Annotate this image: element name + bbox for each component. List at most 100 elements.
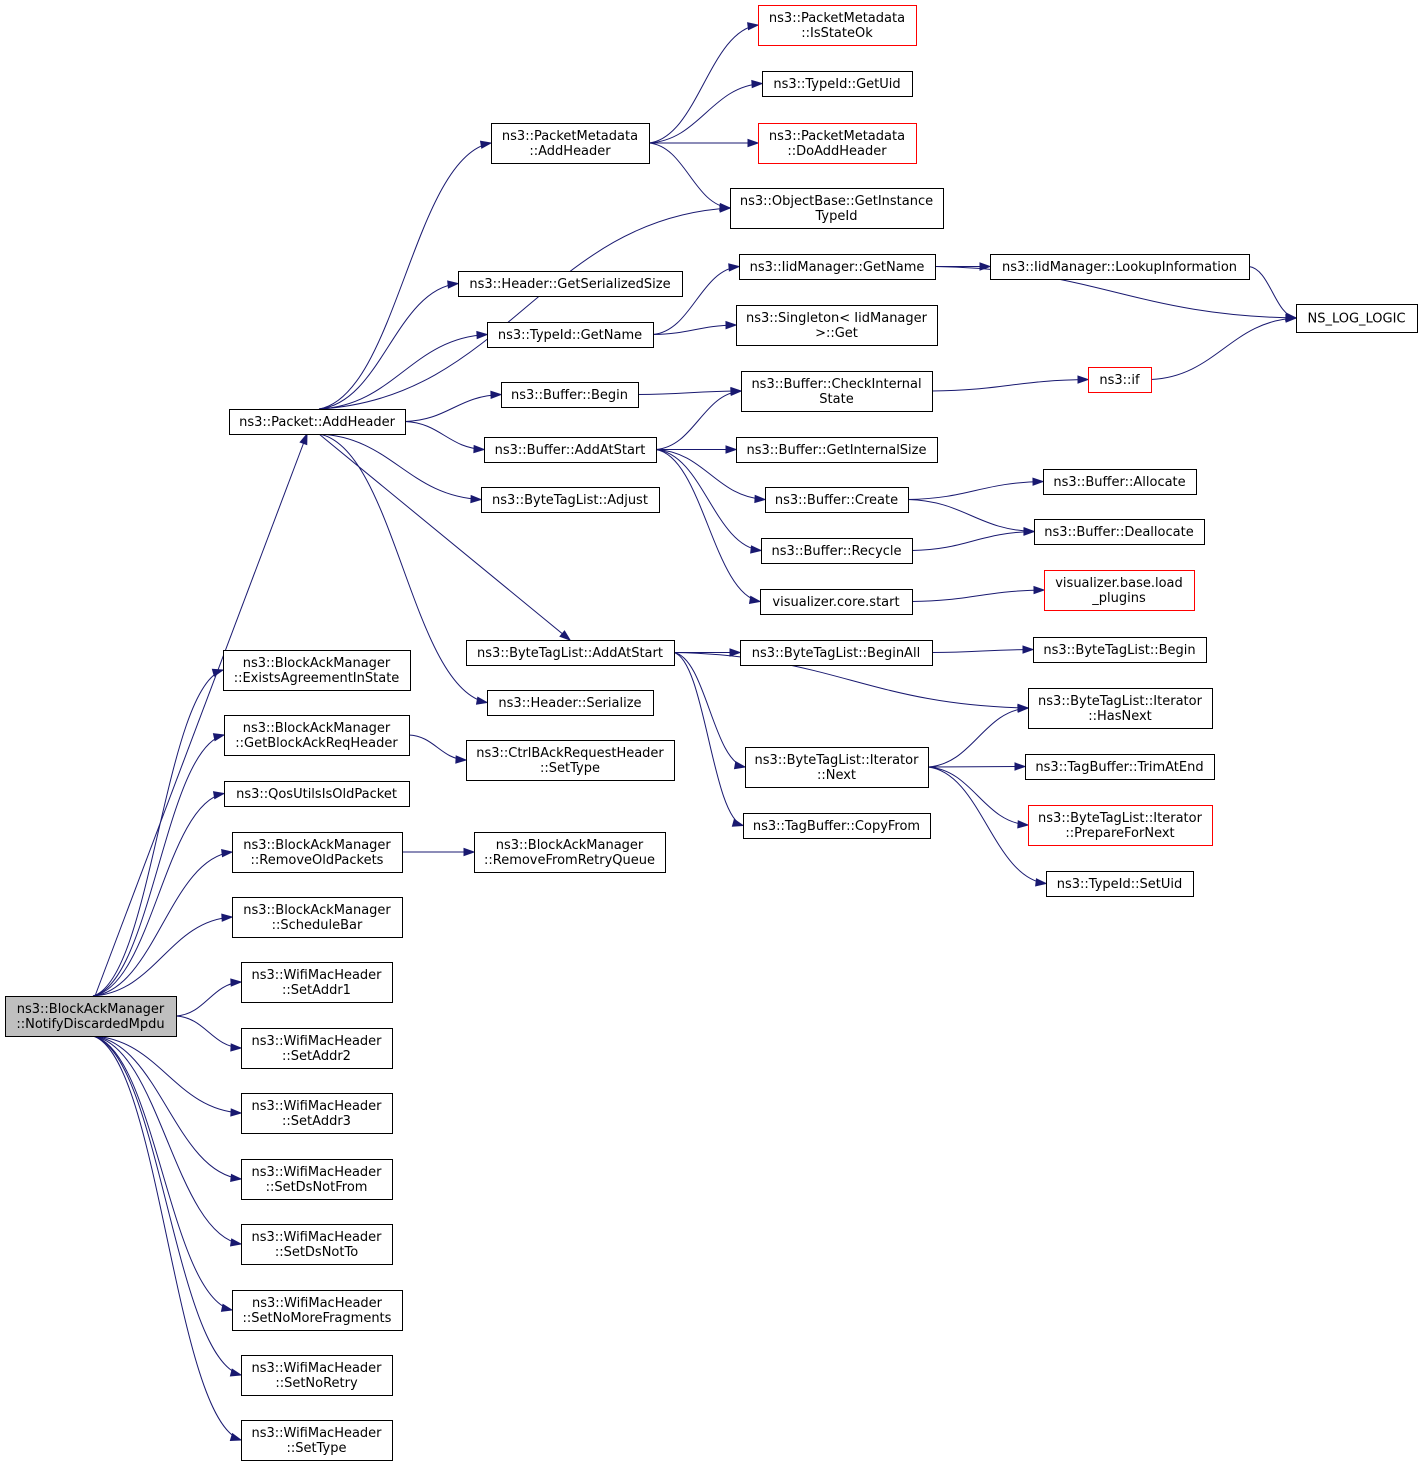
- node-label: ns3::PacketMetadata: [769, 11, 905, 26]
- node-buf-get-internal-size[interactable]: ns3::Buffer::GetInternalSize: [736, 437, 938, 463]
- edge-btl-iter-next-to-tid-set-uid: [927, 766, 1048, 887]
- node-hdr-serialize[interactable]: ns3::Header::Serialize: [487, 690, 654, 716]
- node-set-addr1[interactable]: ns3::WifiMacHeader::SetAddr1: [241, 962, 393, 1003]
- node-iid-get-name[interactable]: ns3::IidManager::GetName: [739, 254, 936, 280]
- edge-notify-to-get-bar-header: [92, 733, 226, 997]
- edge-line: [652, 266, 740, 335]
- node-box: [1028, 688, 1213, 729]
- node-qos-old[interactable]: ns3::QosUtilsIsOldPacket: [224, 781, 410, 807]
- node-pm-add-header[interactable]: ns3::PacketMetadata::AddHeader: [491, 123, 650, 164]
- edge-arrowhead: [747, 138, 760, 148]
- node-buf-create[interactable]: ns3::Buffer::Create: [765, 487, 909, 513]
- node-exists-agreement[interactable]: ns3::BlockAckManager::ExistsAgreementInS…: [223, 650, 411, 691]
- edge-arrowhead: [728, 263, 741, 272]
- node-get-bar-header[interactable]: ns3::BlockAckManager::GetBlockAckReqHead…: [224, 715, 410, 756]
- edge-line: [92, 1035, 242, 1376]
- node-pm-do-add-header[interactable]: ns3::PacketMetadata::DoAddHeader: [758, 123, 917, 164]
- node-pm-is-state-ok[interactable]: ns3::PacketMetadata::IsStateOk: [758, 5, 917, 46]
- node-viz-core-start[interactable]: visualizer.core.start: [760, 589, 913, 615]
- node-btl-iter-has-next[interactable]: ns3::ByteTagList::Iterator::HasNext: [1028, 688, 1213, 729]
- node-tag-buf-copy-from[interactable]: ns3::TagBuffer::CopyFrom: [743, 813, 931, 839]
- node-label: ns3::PacketMetadata: [502, 129, 638, 144]
- edge-line: [92, 851, 233, 997]
- edge-arrowhead: [463, 847, 476, 857]
- edge-line: [652, 324, 737, 335]
- node-tid-get-uid[interactable]: ns3::TypeId::GetUid: [762, 71, 913, 97]
- edge-pm-add-header-to-tid-get-uid: [648, 79, 764, 144]
- node-set-ds-not-from[interactable]: ns3::WifiMacHeader::SetDsNotFrom: [241, 1159, 393, 1200]
- edge-line: [655, 449, 761, 602]
- edge-notify-to-remove-old: [92, 849, 234, 997]
- node-buf-deallocate[interactable]: ns3::Buffer::Deallocate: [1034, 519, 1205, 545]
- node-box: [484, 437, 657, 463]
- node-pkt-add-header[interactable]: ns3::Packet::AddHeader: [229, 409, 406, 435]
- edge-arrowhead: [1022, 645, 1035, 654]
- node-label: ns3::BlockAckManager: [243, 903, 391, 918]
- node-btl-iter-prepare[interactable]: ns3::ByteTagList::Iterator::PrepareForNe…: [1028, 805, 1213, 846]
- edge-pkt-add-header-to-obj-get-inst-tid: [318, 204, 732, 410]
- node-label: visualizer.base.load: [1055, 576, 1183, 591]
- node-label: ns3::WifiMacHeader: [251, 968, 382, 983]
- edge-line: [931, 649, 1034, 653]
- edge-notify-to-set-no-retry: [92, 1035, 243, 1377]
- node-notify[interactable]: ns3::BlockAckManager::NotifyDiscardedMpd…: [5, 996, 177, 1037]
- node-label: ns3::WifiMacHeader: [251, 1099, 382, 1114]
- node-label: ns3::WifiMacHeader: [251, 1361, 382, 1376]
- node-buf-begin[interactable]: ns3::Buffer::Begin: [501, 382, 639, 408]
- node-btl-begin[interactable]: ns3::ByteTagList::Begin: [1033, 637, 1207, 663]
- node-buf-recycle[interactable]: ns3::Buffer::Recycle: [761, 538, 913, 564]
- node-ns-log-logic[interactable]: NS_LOG_LOGIC: [1296, 304, 1418, 333]
- node-btl-begin-all[interactable]: ns3::ByteTagList::BeginAll: [740, 640, 933, 666]
- node-ctrl-set-type[interactable]: ns3::CtrlBAckRequestHeader::SetType: [466, 740, 675, 781]
- node-tid-get-name[interactable]: ns3::TypeId::GetName: [487, 322, 654, 348]
- edge-pm-add-header-to-obj-get-inst-tid: [648, 142, 732, 212]
- node-box: [466, 640, 675, 666]
- node-ns3if[interactable]: ns3::if: [1088, 367, 1152, 393]
- node-box: [474, 832, 666, 873]
- node-btl-add-at-start[interactable]: ns3::ByteTagList::AddAtStart: [466, 640, 675, 666]
- node-btl-iter-next[interactable]: ns3::ByteTagList::Iterator::Next: [745, 747, 929, 788]
- node-label: ns3::TypeId::GetName: [498, 328, 642, 343]
- node-box: [241, 1355, 393, 1396]
- node-iid-lookup[interactable]: ns3::IidManager::LookupInformation: [990, 254, 1250, 280]
- node-box: [761, 538, 913, 564]
- edge-buf-add-at-start-to-buf-get-internal-size: [656, 445, 738, 454]
- node-set-no-more-frag[interactable]: ns3::WifiMacHeader::SetNoMoreFragments: [232, 1290, 403, 1331]
- edge-buf-add-at-start-to-buf-recycle: [655, 449, 763, 554]
- node-tag-buf-trim-at-end[interactable]: ns3::TagBuffer::TrimAtEnd: [1025, 754, 1215, 780]
- node-buf-allocate[interactable]: ns3::Buffer::Allocate: [1043, 469, 1197, 495]
- node-hdr-get-ser-size[interactable]: ns3::Header::GetSerializedSize: [458, 271, 683, 297]
- node-label: ::ExistsAgreementInState: [234, 671, 400, 686]
- edge-buf-create-to-buf-deallocate: [907, 499, 1036, 536]
- node-label: visualizer.core.start: [772, 595, 899, 610]
- node-box: [1034, 519, 1205, 545]
- node-buf-add-at-start[interactable]: ns3::Buffer::AddAtStart: [484, 437, 657, 463]
- node-set-addr2[interactable]: ns3::WifiMacHeader::SetAddr2: [241, 1028, 393, 1069]
- edge-arrowhead: [230, 1108, 243, 1117]
- edge-iid-lookup-to-ns-log-logic: [1248, 266, 1298, 321]
- node-remove-old[interactable]: ns3::BlockAckManager::RemoveOldPackets: [232, 832, 403, 873]
- node-label: ns3::ByteTagList::AddAtStart: [477, 646, 663, 661]
- edge-arrowhead: [731, 818, 745, 827]
- node-btl-adjust[interactable]: ns3::ByteTagList::Adjust: [481, 487, 660, 513]
- node-viz-load-plugins[interactable]: visualizer.base.load_plugins: [1044, 570, 1195, 611]
- edge-arrowhead: [473, 444, 486, 454]
- edge-arrowhead: [725, 445, 738, 454]
- node-set-ds-not-to[interactable]: ns3::WifiMacHeader::SetDsNotTo: [241, 1224, 393, 1265]
- node-tid-set-uid[interactable]: ns3::TypeId::SetUid: [1046, 871, 1194, 897]
- node-box: [458, 271, 683, 297]
- node-set-addr3[interactable]: ns3::WifiMacHeader::SetAddr3: [241, 1093, 393, 1134]
- node-set-type[interactable]: ns3::WifiMacHeader::SetType: [241, 1420, 393, 1461]
- node-remove-from-retry[interactable]: ns3::BlockAckManager::RemoveFromRetryQue…: [474, 832, 666, 873]
- node-singleton-get[interactable]: ns3::Singleton< IidManager>::Get: [736, 305, 938, 346]
- edge-line: [655, 449, 766, 500]
- node-schedule-bar[interactable]: ns3::BlockAckManager::ScheduleBar: [232, 897, 403, 938]
- node-label: ns3::WifiMacHeader: [251, 1426, 382, 1441]
- node-label: ::SetNoMoreFragments: [243, 1311, 392, 1326]
- node-label: ns3::TypeId::GetUid: [773, 77, 900, 92]
- node-set-no-retry[interactable]: ns3::WifiMacHeader::SetNoRetry: [241, 1355, 393, 1396]
- node-label: ::HasNext: [1088, 709, 1152, 724]
